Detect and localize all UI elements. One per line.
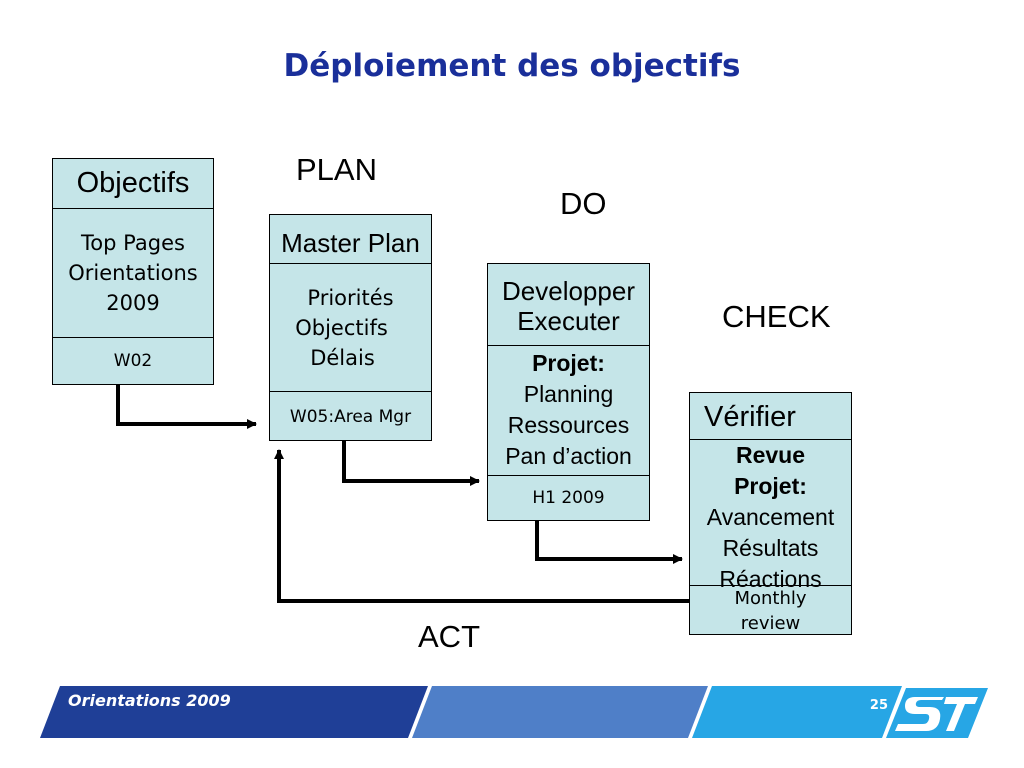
box-footer-line: review <box>740 613 801 634</box>
box-line: Pan d’action <box>505 443 632 469</box>
footer-band-dark <box>40 686 428 738</box>
box-master-plan-footer: W05:Area Mgr <box>270 392 431 440</box>
box-developper-body: Projet: Planning Ressources Pan d’action <box>488 346 649 476</box>
box-developper: Developper Executer Projet: Planning Res… <box>487 263 650 521</box>
box-verifier: Vérifier Revue Projet: Avancement Résult… <box>689 392 852 635</box>
phase-check: CHECK <box>722 299 831 334</box>
box-objectifs: Objectifs Top Pages Orientations 2009 W0… <box>52 158 214 385</box>
phase-do: DO <box>560 186 607 221</box>
box-developper-header: Developper Executer <box>488 264 649 346</box>
box-footer: W02 <box>113 351 153 371</box>
footer-band-mid <box>412 686 708 738</box>
box-verifier-footer: Monthly review <box>690 586 851 634</box>
box-line: 2009 <box>106 291 160 315</box>
arrow-act-feedback <box>274 449 689 603</box>
box-master-plan-header: Master Plan <box>270 215 431 264</box>
box-heading: Vérifier <box>704 401 796 433</box>
slide-title: Déploiement des objectifs <box>283 48 741 84</box>
arrow-developper-to-verifier <box>535 521 683 564</box>
box-heading-line: Executer <box>517 306 620 336</box>
box-master-plan: Master Plan Priorités Objectifs Délais W… <box>269 214 432 441</box>
box-verifier-body: Revue Projet: Avancement Résultats Réact… <box>690 440 851 592</box>
box-developper-footer: H1 2009 <box>488 476 649 520</box>
st-logo <box>886 688 988 738</box>
box-verifier-header: Vérifier <box>690 393 851 440</box>
box-line: Priorités <box>307 286 394 310</box>
box-footer: W05:Area Mgr <box>289 407 412 427</box>
box-line: Orientations <box>68 261 198 285</box>
box-bold-label: Projet: <box>734 473 807 499</box>
box-objectifs-footer: W02 <box>53 338 213 384</box>
phase-act: ACT <box>418 619 480 654</box>
footer-band-light <box>692 686 902 738</box>
box-bold-label: Revue <box>735 442 806 468</box>
box-bold-label: Projet: <box>532 350 605 376</box>
box-heading: Objectifs <box>76 167 190 199</box>
box-line: Résultats <box>722 535 819 561</box>
box-objectifs-header: Objectifs <box>53 159 213 209</box>
box-footer: H1 2009 <box>532 488 605 508</box>
box-line: Ressources <box>507 412 630 438</box>
box-line: Top Pages <box>81 231 185 255</box>
box-line: Réactions <box>719 566 822 592</box>
box-line: Planning <box>523 381 614 407</box>
arrow-objectifs-to-master-plan <box>116 385 257 429</box>
page-number: 25 <box>869 698 888 713</box>
footer-text: Orientations 2009 <box>68 691 231 710</box>
arrow-master-plan-to-developper <box>342 441 480 486</box>
box-heading-line: Developper <box>502 276 635 306</box>
box-footer-line: Monthly <box>734 588 807 609</box>
box-master-plan-body: Priorités Objectifs Délais <box>270 264 431 392</box>
box-heading: Master Plan <box>281 228 420 258</box>
box-line: Délais <box>310 346 375 370</box>
box-objectifs-body: Top Pages Orientations 2009 <box>53 209 213 338</box>
box-line: Avancement <box>706 504 835 530</box>
phase-plan: PLAN <box>296 152 377 187</box>
box-line: Objectifs <box>295 316 388 340</box>
